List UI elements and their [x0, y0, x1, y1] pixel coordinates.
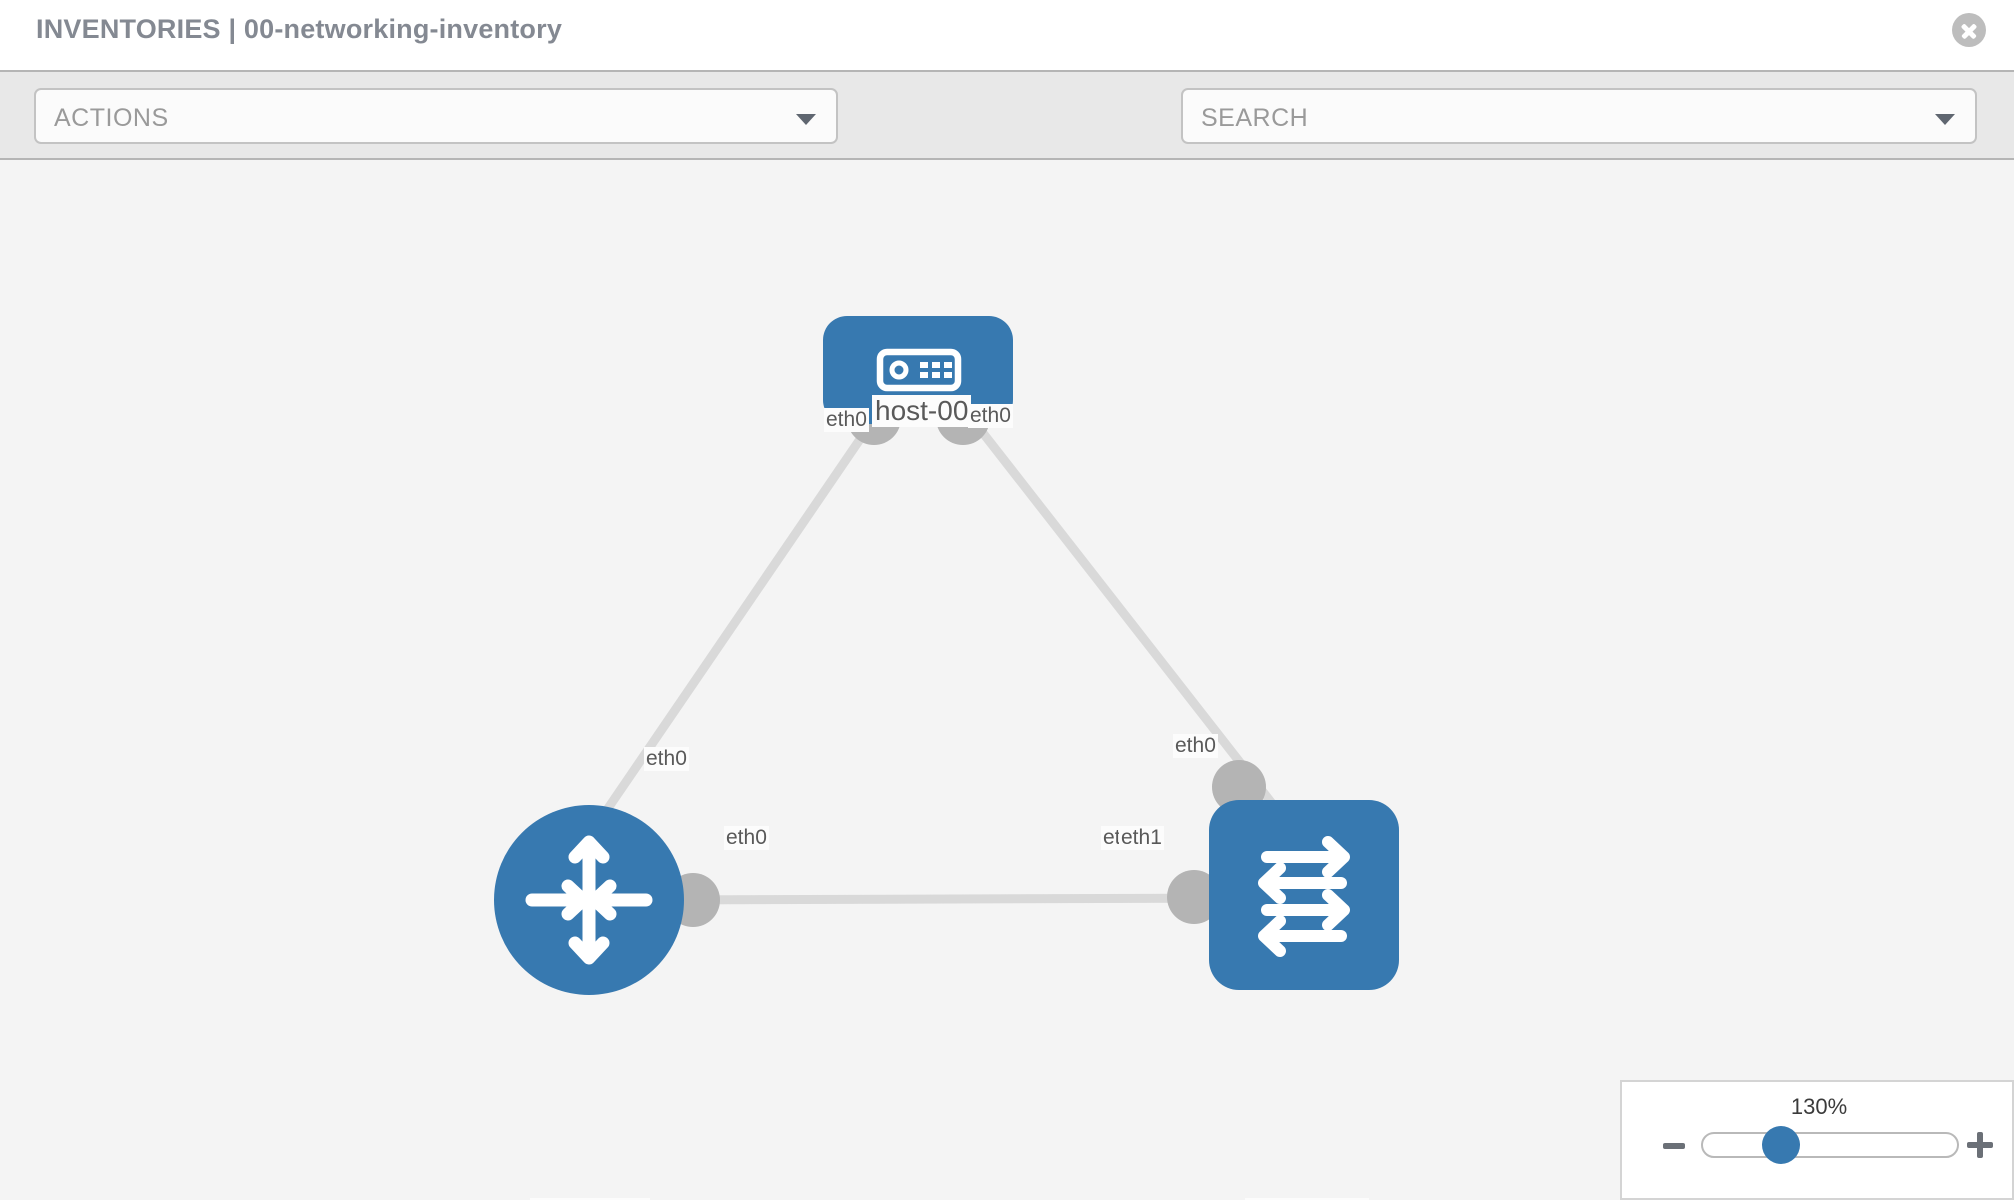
plus-icon[interactable]	[1967, 1132, 1993, 1158]
actions-dropdown-label: ACTIONS	[54, 104, 169, 132]
page-title: INVENTORIES | 00-networking-inventory	[36, 14, 563, 44]
zoom-control-panel: 130%	[1620, 1080, 2014, 1200]
page-header: INVENTORIES | 00-networking-inventory	[0, 0, 2014, 70]
topology-node-label-router-00: router-00	[530, 1198, 650, 1200]
switch-arrows-icon	[1258, 836, 1350, 957]
port-label-router-up: eth0	[644, 747, 689, 771]
port-label-switch-up: eth0	[1173, 734, 1218, 758]
topology-edges	[596, 407, 1289, 905]
topology-node-label-host-00: host-00	[872, 395, 972, 427]
topology-canvas[interactable]: host-00 router-00 switch-00 eth0 eth0 et…	[0, 160, 2014, 1200]
edge-host-switch[interactable]	[961, 407, 1289, 823]
edge-router-switch[interactable]	[659, 893, 1241, 905]
port-label-switch-left-b: eth1	[1119, 826, 1164, 850]
port-handle[interactable]	[1167, 870, 1221, 924]
topology-node-router-00[interactable]	[494, 805, 684, 995]
toolbar: ACTIONS SEARCH	[0, 70, 2014, 199]
search-input[interactable]: SEARCH	[1181, 88, 1977, 144]
plus-icon-vertical	[1977, 1132, 1983, 1158]
chevron-down-icon[interactable]	[1935, 114, 1955, 125]
actions-dropdown[interactable]: ACTIONS	[34, 88, 838, 144]
port-label-host-left: eth0	[824, 408, 869, 432]
chevron-down-icon	[796, 114, 816, 125]
edge-host-router[interactable]	[596, 407, 884, 823]
close-icon[interactable]	[1952, 13, 1986, 47]
router-arrows-icon	[525, 835, 653, 965]
server-icon	[876, 348, 962, 392]
minus-icon[interactable]	[1663, 1143, 1685, 1149]
search-input-placeholder: SEARCH	[1201, 104, 1309, 132]
port-label-router-right: eth0	[724, 826, 769, 850]
zoom-level-value: 130%	[1790, 1094, 1848, 1119]
topology-node-switch-00[interactable]	[1209, 800, 1399, 990]
zoom-slider-thumb[interactable]	[1762, 1126, 1800, 1164]
port-label-host-right: eth0	[968, 404, 1013, 428]
topology-node-label-switch-00: switch-00	[1245, 1198, 1370, 1200]
zoom-slider-track[interactable]	[1701, 1132, 1959, 1158]
